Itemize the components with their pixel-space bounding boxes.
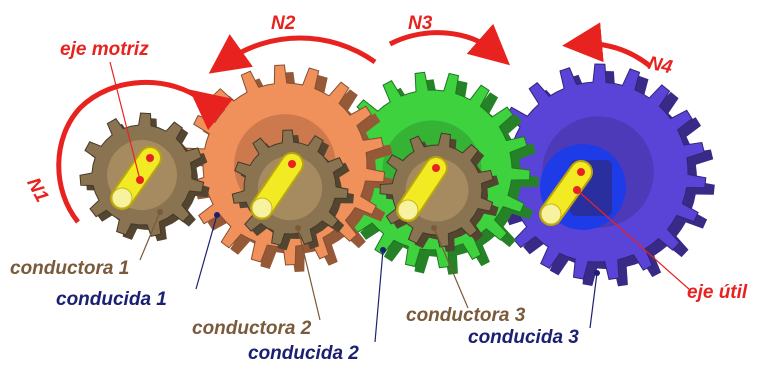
leader-conducida-3-dot [594,270,600,276]
n4-arrow [582,44,650,66]
shaft-1-end [112,188,132,208]
shaft-2-end [252,198,272,218]
eje-motriz-label: eje motriz [60,40,149,59]
leader-eje-util-dot [574,187,580,193]
leader-conducida-1-dot [214,212,220,218]
n2-label: N2 [271,14,295,33]
conductora-1-label: conductora 1 [10,259,129,278]
n4-label: N4 [646,54,674,78]
shaft-2-keypin [288,160,296,168]
n3-label: N3 [408,14,432,33]
conducida-1-label: conducida 1 [56,290,167,309]
leader-conductora-1-dot [157,209,163,215]
conductora-3-label: conductora 3 [406,306,525,325]
conducida-3-label: conducida 3 [468,328,579,347]
shaft-4-end [541,204,561,224]
leader-conductora-2-dot [295,225,301,231]
leader-conducida-1-line [196,215,217,289]
leader-eje-motriz-dot [137,177,143,183]
eje-util-label: eje útil [687,283,747,302]
shaft-4-keypin [577,168,585,176]
shaft-3-end [398,200,418,220]
n2-arrow [225,38,375,62]
conducida-2-label: conducida 2 [248,344,359,363]
leader-conductora-3-dot [431,225,437,231]
shaft-3-keypin [432,164,440,172]
conductora-2-label: conductora 2 [192,319,311,338]
leader-conducida-2-line [375,250,383,342]
leader-conducida-2-dot [380,247,386,253]
shaft-1-keypin [146,154,154,162]
n3-arrow [390,33,495,52]
